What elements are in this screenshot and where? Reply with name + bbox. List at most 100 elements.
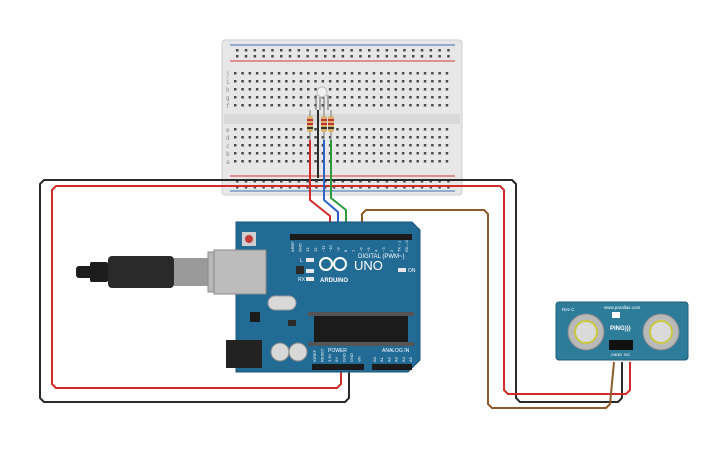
- pin-label: GND: [298, 243, 303, 252]
- breadboard-hole: [255, 72, 259, 75]
- breadboard-hole: [431, 160, 434, 163]
- breadboard-hole: [401, 136, 405, 139]
- breadboard-hole: [244, 186, 248, 189]
- breadboard-hole: [359, 180, 362, 183]
- on-label: ON: [408, 268, 416, 274]
- breadboard-hole: [234, 96, 237, 99]
- breadboard-hole: [307, 160, 310, 163]
- wire-brown-signal[interactable]: [361, 209, 615, 409]
- breadboard-hole: [241, 72, 244, 75]
- reset-button[interactable]: [245, 235, 253, 243]
- sensor-pin-label: GND: [611, 353, 619, 357]
- breadboard-hole: [394, 136, 398, 139]
- breadboard-hole: [263, 96, 266, 99]
- breadboard-hole: [248, 96, 252, 99]
- breadboard-hole: [350, 88, 354, 91]
- wire-red-sensor-5v[interactable]: [452, 185, 631, 395]
- pin-label: A2: [386, 356, 391, 362]
- rgb-led[interactable]: [315, 86, 329, 110]
- breadboard-hole: [423, 152, 427, 155]
- breadboard-hole: [280, 49, 283, 52]
- breadboard-hole: [328, 104, 332, 107]
- breadboard-hole: [236, 49, 239, 52]
- pin-label: ~11: [320, 245, 325, 252]
- resistor[interactable]: [328, 110, 334, 140]
- resistors: [307, 110, 334, 140]
- breadboard-hole: [365, 72, 368, 75]
- breadboard-hole: [241, 136, 244, 139]
- breadboard-hole: [350, 186, 353, 189]
- pin-label: TX→1: [396, 240, 401, 252]
- rx-led: [306, 277, 314, 281]
- breadboard-hole: [401, 152, 405, 155]
- breadboard-hole: [394, 144, 398, 147]
- breadboard-hole: [368, 180, 371, 183]
- breadboard-hole: [270, 88, 273, 91]
- wire-black-sensor-gnd[interactable]: [452, 179, 623, 403]
- breadboard-hole: [350, 180, 353, 183]
- breadboard-hole: [412, 180, 415, 183]
- breadboard-hole: [409, 144, 412, 147]
- breadboard-hole: [350, 128, 354, 131]
- breadboard-hole: [438, 55, 441, 58]
- breadboard-hole: [314, 136, 317, 139]
- breadboard-hole: [299, 128, 303, 131]
- breadboard-hole: [380, 96, 383, 99]
- breadboard-hole: [277, 144, 281, 147]
- breadboard-hole: [314, 88, 317, 91]
- digital-label: DIGITAL (PWM~): [358, 254, 405, 260]
- breadboard-hole: [270, 80, 273, 83]
- breadboard-hole: [394, 128, 398, 131]
- breadboard-hole: [314, 152, 317, 155]
- breadboard-hole: [299, 88, 303, 91]
- breadboard-hole: [385, 55, 389, 58]
- breadboard-hole: [401, 160, 405, 163]
- ultrasonic-sensor[interactable]: Rev C www.parallax.com PING))) GND 5V SI…: [555, 301, 689, 361]
- breadboard-hole: [336, 104, 339, 107]
- breadboard-hole: [263, 104, 266, 107]
- breadboard-hole: [343, 144, 346, 147]
- breadboard-hole: [234, 160, 237, 163]
- breadboard-hole: [241, 80, 244, 83]
- brand-text: ARDUINO: [320, 278, 348, 284]
- breadboard-hole: [365, 152, 368, 155]
- wire-black-ground[interactable]: [39, 179, 452, 403]
- breadboard-hole: [394, 152, 398, 155]
- breadboard-hole: [299, 96, 303, 99]
- row-letter: g: [226, 95, 230, 102]
- breadboard-hole: [277, 152, 281, 155]
- led-dome: [316, 86, 328, 98]
- model-text: UNO: [354, 258, 383, 273]
- resistor[interactable]: [321, 110, 327, 140]
- pin-label: 4: [374, 249, 379, 252]
- breadboard-hole: [321, 72, 325, 75]
- wire-red-5v[interactable]: [51, 185, 452, 389]
- breadboard-hole: [372, 88, 376, 91]
- breadboard-hole: [307, 152, 310, 155]
- breadboard-hole: [376, 186, 380, 189]
- breadboard-hole: [380, 136, 383, 139]
- breadboard-hole: [423, 136, 427, 139]
- breadboard-hole: [358, 72, 361, 75]
- breadboard-hole: [336, 152, 339, 155]
- breadboard-hole: [244, 55, 248, 58]
- breadboard-hole: [431, 72, 434, 75]
- breadboard-hole: [420, 55, 424, 58]
- breadboard-hole: [248, 80, 252, 83]
- pin-label: Vin: [356, 356, 361, 362]
- breadboard-hole: [350, 104, 354, 107]
- breadboard-hole: [343, 80, 346, 83]
- breadboard-hole: [358, 104, 361, 107]
- breadboard-hole: [255, 80, 259, 83]
- breadboard-hole: [445, 88, 449, 91]
- resistor[interactable]: [307, 110, 313, 140]
- breadboard-hole: [447, 49, 450, 52]
- breadboard-hole: [401, 80, 405, 83]
- breadboard-hole: [285, 128, 288, 131]
- breadboard-hole: [438, 160, 441, 163]
- breadboard-hole: [387, 96, 390, 99]
- breadboard-hole: [423, 160, 427, 163]
- pin-label: 7: [351, 249, 356, 252]
